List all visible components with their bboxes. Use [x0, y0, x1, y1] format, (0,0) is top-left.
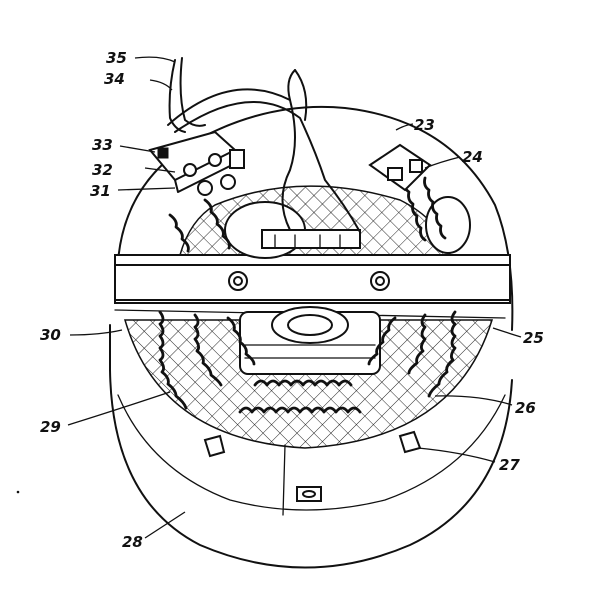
numeral-29: 29 — [40, 418, 61, 436]
right-terminal — [368, 143, 432, 192]
numeral-30: 30 — [40, 326, 61, 344]
reference-numerals: 35 34 33 32 31 23 24 30 25 29 26 27 28 — [40, 49, 544, 551]
numeral-34: 34 — [104, 70, 125, 88]
terminal-block — [148, 130, 245, 196]
numeral-31: 31 — [90, 182, 111, 200]
numeral-32: 32 — [92, 161, 113, 179]
mount-clips — [203, 430, 422, 502]
numeral-26: 26 — [515, 399, 536, 417]
power-wires — [167, 57, 361, 233]
leader-lines — [67, 56, 522, 539]
numeral-27: 27 — [499, 456, 520, 474]
support-bracket — [114, 254, 511, 319]
numeral-24: 24 — [462, 148, 483, 166]
numeral-25: 25 — [523, 329, 544, 347]
numeral-35: 35 — [106, 49, 127, 67]
heating-coils — [158, 176, 457, 414]
motor-block — [239, 306, 381, 375]
numeral-23: 23 — [414, 116, 435, 134]
numeral-28: 28 — [122, 533, 143, 551]
stray-dot — [16, 490, 20, 494]
numeral-33: 33 — [92, 136, 113, 154]
